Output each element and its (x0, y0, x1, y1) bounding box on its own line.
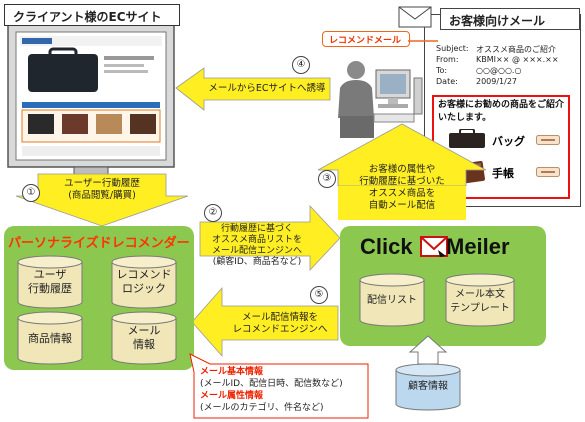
buy-button-icon (536, 167, 560, 177)
recommend-heading: お客様にお勧めの商品をご紹介いたします。 (438, 100, 565, 123)
mail-attr-info-title: メール属性情報 (200, 391, 264, 401)
mail-info-note: メール基本情報 (メールID、配信日時、配信数など) メール属性情報 (メールの… (200, 366, 370, 414)
ec-site-monitor: クライアント様のECサイト (4, 4, 180, 200)
subject-value: オススメ商品のご紹介 (476, 45, 556, 54)
step-number-1: ① (22, 184, 40, 202)
recommend-mail-tag: レコメンドメール (322, 31, 410, 47)
arrow-step5 (191, 286, 339, 358)
step-number-3: ③ (318, 170, 336, 188)
cylinder-mail-info (111, 311, 177, 365)
cylinder-label-mail-info: メール 情報 (127, 324, 161, 351)
cylinder-recommend-logic (111, 255, 177, 309)
step2-text: 行動履歴に基づく オススメ商品リストを メール配信エンジンへ (顧客ID、商品名… (211, 224, 302, 267)
monitor-illustration (7, 23, 175, 188)
cylinder-user-history (17, 255, 83, 309)
buy-button-icon (536, 135, 560, 145)
cylinder-label-mail-template: メール本文 テンプレート (450, 289, 510, 314)
to-value: ○○@○○.○ (476, 66, 522, 75)
step-number-5: ⑤ (310, 286, 328, 304)
subject-label: Subject: (436, 44, 469, 53)
cylinder-customer-info (395, 363, 461, 411)
ec-site-title: クライアント様のECサイト (13, 10, 162, 24)
step-number-4: ④ (292, 56, 310, 74)
cylinder-label-recommend-logic: レコメンド ロジック (116, 268, 172, 295)
step5-text: メール配信情報を レコメンドエンジンへ (232, 312, 328, 335)
logo-meiler: Meiler (446, 234, 510, 259)
arrow-step2 (199, 204, 341, 272)
bag-image (449, 129, 485, 148)
tag-connector (408, 40, 438, 42)
step1-text: ユーザー行動履歴 (商品閲覧/購買) (64, 178, 140, 201)
mail-header-fields: Subject: オススメ商品のご紹介 From: KBMI×× @ ×××.×… (436, 44, 576, 94)
logo-click: Click (360, 234, 413, 259)
mail-info-callout (189, 353, 369, 419)
date-value: 2009/1/27 (476, 77, 518, 86)
mail-panel-title: お客様向けメール (449, 14, 546, 28)
item-name-notebook: 手帳 (492, 167, 514, 180)
cylinder-product-info (17, 311, 83, 365)
date-label: Date: (436, 77, 458, 86)
mail-basic-info-detail: (メールID、配信日時、配信数など) (200, 379, 343, 389)
mail-attr-info-detail: (メールのカテゴリ、件名など) (200, 403, 324, 413)
user-at-computer-illustration (338, 61, 423, 138)
cylinder-label-user-history: ユーザ 行動履歴 (28, 268, 72, 295)
mail-basic-info-title: メール基本情報 (200, 367, 264, 377)
cylinder-label-delivery-list: 配信リスト (367, 295, 417, 306)
arrow-step3 (317, 123, 487, 187)
cylinder-delivery-list (359, 273, 425, 327)
cylinder-mail-template (445, 273, 515, 327)
item-name-bag: バッグ (492, 135, 525, 148)
arrow-step4 (175, 67, 331, 111)
step4-text: メールからECサイトへ誘導 (208, 83, 326, 94)
from-value: KBMI×× @ ×××.×× (476, 55, 559, 64)
logo-envelope-icon (420, 236, 448, 257)
arrow-customer-info (408, 335, 448, 365)
from-label: From: (436, 55, 459, 64)
step-number-2: ② (204, 204, 222, 222)
ec-site-title-box: クライアント様のECサイト (4, 4, 180, 26)
step3-text: お客様の属性や 行動履歴に基づいた オススメ商品を 自動メール配信 (359, 164, 445, 211)
recommender-title: パーソナライズドレコメンダー (8, 236, 190, 251)
cylinder-label-customer-info: 顧客情報 (408, 381, 448, 392)
mail-panel-title-box: お客様向けメール (440, 8, 580, 30)
to-label: To: (436, 66, 448, 75)
envelope-icon (398, 6, 432, 28)
cylinder-label-product-info: 商品情報 (28, 332, 72, 345)
click-meiler-logo: Click Meiler (360, 234, 530, 264)
